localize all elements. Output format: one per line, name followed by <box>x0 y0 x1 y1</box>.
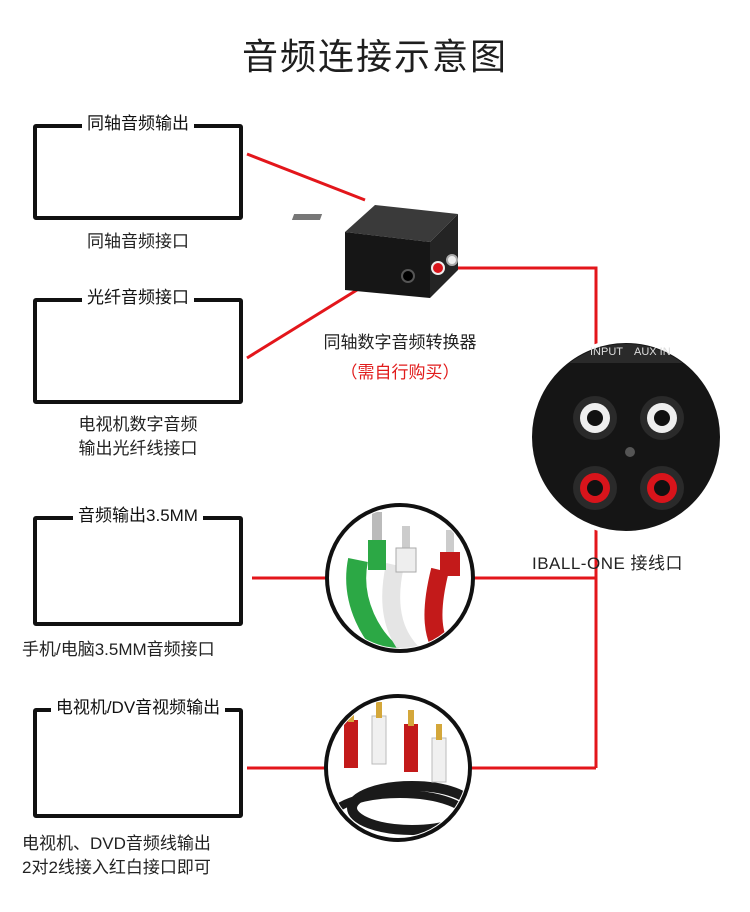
panel-input-label: INPUT <box>590 346 623 358</box>
jack35-output-box: 音频输出3.5MM <box>33 506 243 626</box>
av-output-caption: 电视机、DVD音频线输出 2对2线接入红白接口即可 <box>22 834 211 877</box>
speaker-input-panel-image <box>528 339 724 535</box>
converter-to-speaker-line <box>455 266 598 352</box>
speaker-input-caption: IBALL-ONE 接线口 <box>532 554 684 573</box>
rca-to-rca-cable-image <box>324 694 472 842</box>
optical-output-box: 光纤音频接口 <box>33 288 243 404</box>
optical-output-label: 光纤音频接口 <box>82 288 194 307</box>
page-title: 音频连接示意图 <box>241 36 508 77</box>
converter-note: （需自行购买） <box>340 363 460 382</box>
jack35-output-caption: 手机/电脑3.5MM音频接口 <box>22 640 215 659</box>
jack-to-rca-cable-image <box>325 503 475 653</box>
av-output-box: 电视机/DV音视频输出 <box>33 698 243 818</box>
coaxial-output-caption: 同轴音频接口 <box>87 232 189 251</box>
av-output-label: 电视机/DV音视频输出 <box>50 698 226 717</box>
panel-aux-label: AUX IN <box>634 346 671 358</box>
converter-label: 同轴数字音频转换器 <box>323 333 477 352</box>
jack35-output-label: 音频输出3.5MM <box>73 506 203 525</box>
optical-output-caption: 电视机数字音频 输出光纤线接口 <box>78 415 198 458</box>
coaxial-output-box: 同轴音频输出 <box>33 114 243 220</box>
optical-to-converter-line <box>246 283 366 360</box>
converter-device <box>291 205 458 298</box>
coaxial-output-label: 同轴音频输出 <box>82 114 194 133</box>
coax-to-converter-line <box>246 152 366 202</box>
connection-lines <box>246 152 598 770</box>
